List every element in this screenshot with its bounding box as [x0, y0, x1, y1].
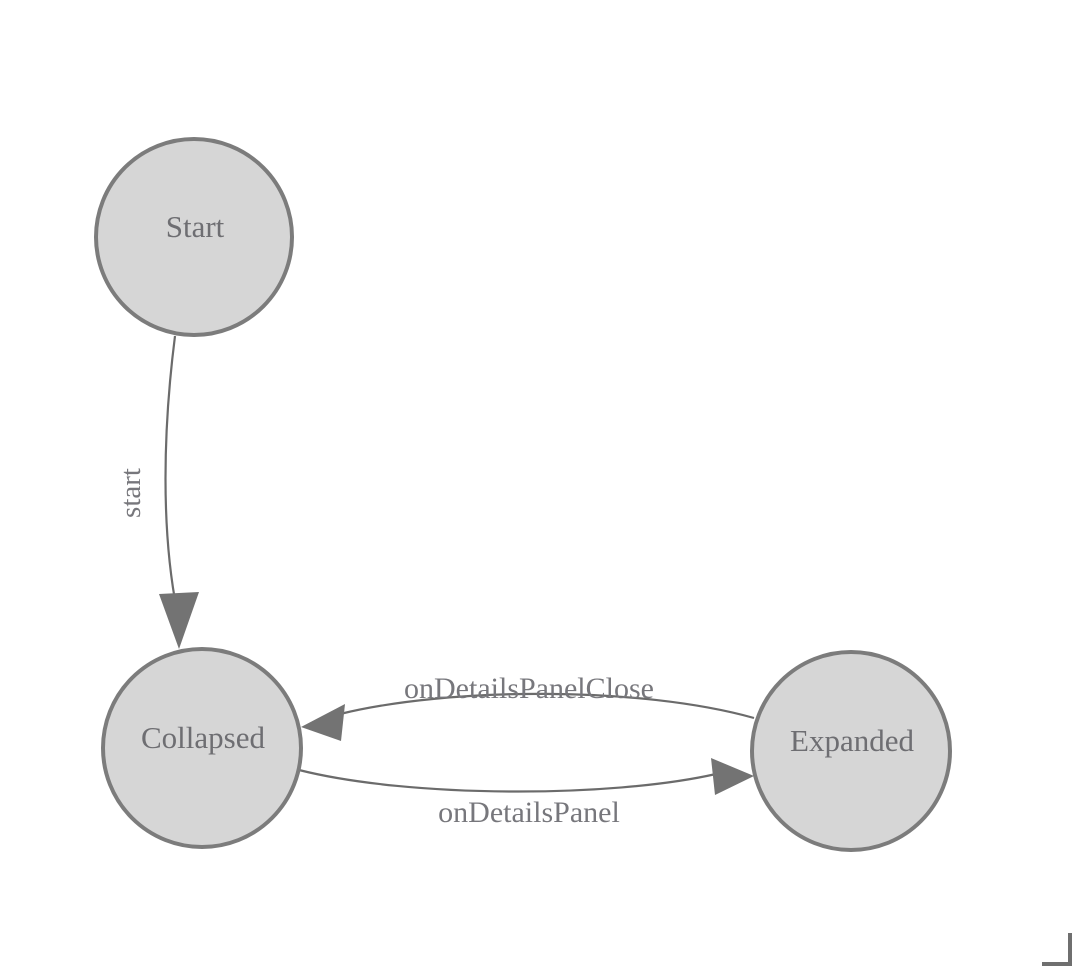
edge-path-expanded-to-collapsed	[339, 692, 755, 720]
node-collapsed-label: Collapsed	[141, 720, 265, 755]
edge-path-collapsed-to-expanded	[298, 768, 717, 793]
arrowhead-into-expanded	[711, 758, 754, 795]
node-expanded-label: Expanded	[790, 723, 914, 758]
node-start[interactable]: Start	[94, 137, 294, 337]
edge-start-to-collapsed[interactable]: start	[115, 335, 199, 649]
edge-collapsed-to-expanded[interactable]: onDetailsPanel	[298, 758, 754, 829]
canvas-corner-bracket-horizontal	[1042, 962, 1072, 966]
edge-label-on-details-panel: onDetailsPanel	[438, 796, 620, 829]
edge-label-start: start	[115, 468, 147, 518]
node-expanded[interactable]: Expanded	[750, 650, 952, 852]
arrowhead-into-collapsed-right	[301, 704, 345, 741]
node-start-circle	[94, 137, 294, 337]
edge-expanded-to-collapsed[interactable]: onDetailsPanelClose	[301, 672, 755, 741]
node-collapsed-circle	[101, 647, 303, 849]
canvas-corner-bracket-vertical	[1068, 933, 1072, 966]
node-start-label: Start	[166, 209, 225, 244]
node-collapsed[interactable]: Collapsed	[101, 647, 303, 849]
arrowhead-into-collapsed-top	[159, 592, 199, 649]
edge-label-on-details-panel-close: onDetailsPanelClose	[404, 672, 654, 705]
node-expanded-circle	[750, 650, 952, 852]
edge-path-start-to-collapsed	[164, 335, 179, 612]
